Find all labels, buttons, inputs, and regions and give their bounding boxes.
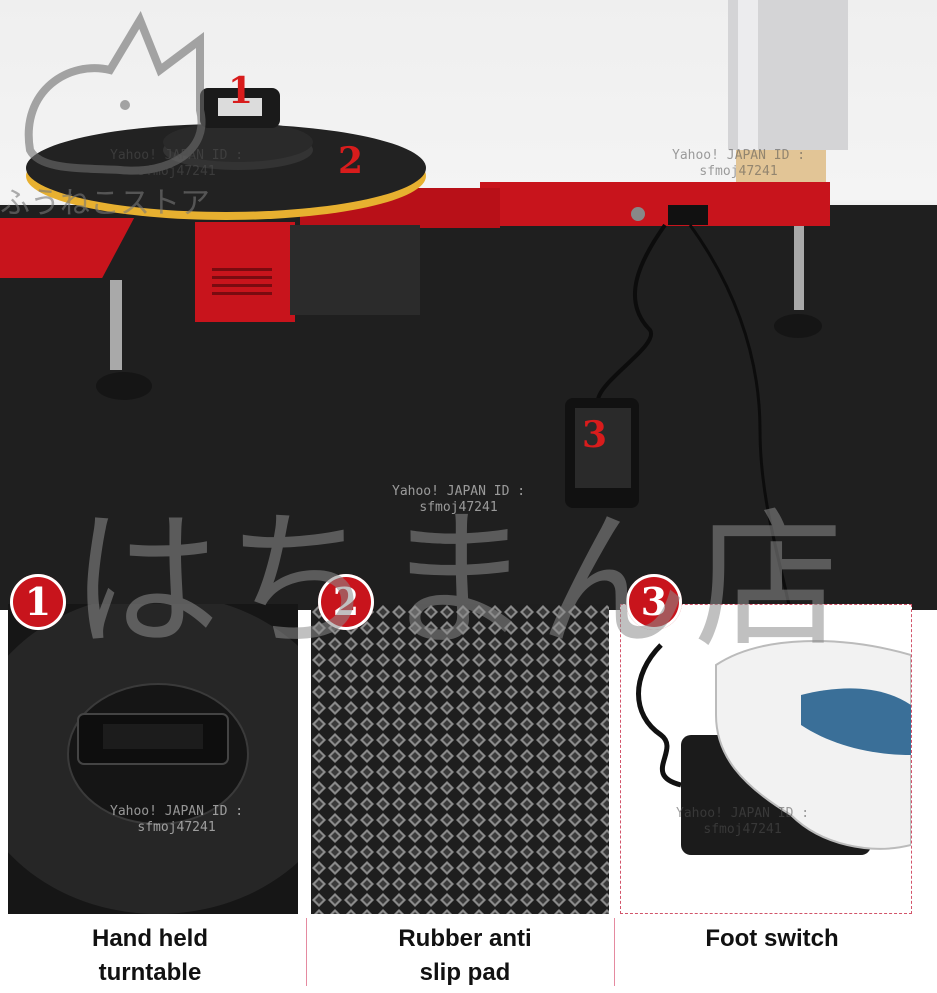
yahoo-id-watermark: Yahoo! JAPAN ID : sfmoj47241 <box>110 148 243 180</box>
yahoo-id-value: sfmoj47241 <box>419 500 498 515</box>
yahoo-id-label: Yahoo! JAPAN ID : <box>110 148 244 163</box>
caption-line: Foot switch <box>705 925 839 952</box>
badge-2: 2 <box>318 574 374 630</box>
yahoo-id-watermark: Yahoo! JAPAN ID : sfmoj47241 <box>392 484 525 516</box>
machine-arm <box>480 182 830 226</box>
caption-rubber-anti-slip-pad: Rubber anti slip pad <box>315 922 615 990</box>
yahoo-id-label: Yahoo! JAPAN ID : <box>672 148 806 163</box>
yahoo-id-label: Yahoo! JAPAN ID : <box>392 484 526 499</box>
main-product-photo: 1 2 3 ふうねこストア Yahoo! JAPAN ID : sfmoj472… <box>0 0 937 610</box>
badge-1: 1 <box>10 574 66 630</box>
motor <box>290 225 420 315</box>
yahoo-id-label: Yahoo! JAPAN ID : <box>676 806 810 821</box>
store-name-watermark: はちまん店 <box>70 495 851 669</box>
yahoo-id-watermark: Yahoo! JAPAN ID : sfmoj47241 <box>110 804 243 836</box>
yahoo-id-value: sfmoj47241 <box>137 164 216 179</box>
machine-base-arm <box>0 218 135 278</box>
caption-line: Rubber anti <box>398 925 532 952</box>
yahoo-id-label: Yahoo! JAPAN ID : <box>110 804 244 819</box>
photo-number-3: 3 <box>582 414 608 456</box>
badge-3: 3 <box>626 574 682 630</box>
yahoo-id-watermark: Yahoo! JAPAN ID : sfmoj47241 <box>676 806 809 838</box>
cat-logo-watermark <box>24 11 206 175</box>
caption-foot-switch: Foot switch <box>622 922 922 956</box>
caption-hand-held-turntable: Hand held turntable <box>0 922 300 990</box>
yahoo-id-value: sfmoj47241 <box>137 820 216 835</box>
detail-panel-foot-switch <box>620 604 912 914</box>
photo-number-2: 2 <box>338 140 364 182</box>
turntable-machine-illustration <box>0 0 848 610</box>
yahoo-id-watermark: Yahoo! JAPAN ID : sfmoj47241 <box>672 148 805 180</box>
caption-line: turntable <box>98 959 202 986</box>
detail-panel-turntable <box>8 604 298 914</box>
leveling-foot-right <box>774 314 822 338</box>
caption-line: Hand held <box>91 925 208 952</box>
photo-number-1: 1 <box>228 70 254 112</box>
yahoo-id-value: sfmoj47241 <box>699 164 778 179</box>
logo-watermark-text: ふうねこストア <box>0 186 210 221</box>
caption-divider <box>306 918 307 986</box>
table-surface <box>0 205 937 610</box>
yahoo-id-value: sfmoj47241 <box>703 822 782 837</box>
power-switch <box>668 205 708 225</box>
detail-panel-rubber-pad <box>311 604 609 914</box>
caption-divider <box>614 918 615 986</box>
caption-line: slip pad <box>419 959 511 986</box>
motor-housing <box>195 222 295 322</box>
leveling-foot-left <box>96 372 152 400</box>
